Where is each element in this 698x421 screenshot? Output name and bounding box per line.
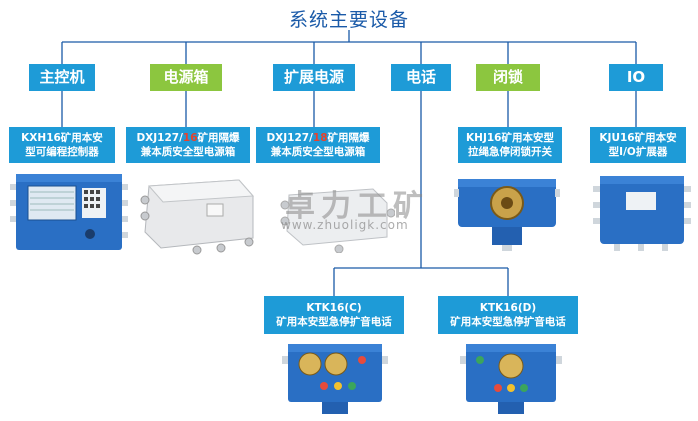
category-telephone: 电话 (391, 64, 451, 91)
label-phone-c: KTK16(C) 矿用本安型急停扩音电话 (264, 296, 404, 334)
label-phone-c-line1: KTK16(C) (306, 302, 362, 314)
phone-d-device-image (460, 344, 562, 414)
power-box-device-image (140, 179, 255, 255)
category-io: IO (609, 64, 663, 91)
watermark-url: www.zhuoligk.com (281, 218, 409, 232)
diagram-title: 系统主要设备 (288, 9, 409, 31)
label-controller: KXH16矿用本安 型可编程控制器 (9, 127, 115, 163)
label-io-line2: 型I/O扩展器 (608, 146, 668, 158)
watermark-logo-text: 卓力工矿 (285, 189, 429, 224)
category-extended-power: 扩展电源 (273, 64, 355, 91)
label-ext-power-type: 矿用隔爆 (327, 132, 370, 144)
label-ext-power: DXJ127/18矿用隔爆 兼本质安全型电源箱 (256, 127, 380, 163)
controller-device-image (10, 174, 128, 250)
label-controller-line1: KXH16矿用本安 (21, 132, 103, 144)
label-ext-power-line2: 兼本质安全型电源箱 (270, 146, 366, 158)
label-lock: KHJ16矿用本安型 拉绳急停闭锁开关 (458, 127, 562, 163)
ext-power-device-image (280, 188, 395, 253)
label-io: KJU16矿用本安 型I/O扩展器 (590, 127, 686, 163)
label-phone-d: KTK16(D) 矿用本安型急停扩音电话 (438, 296, 578, 334)
label-phone-d-line1: KTK16(D) (479, 302, 537, 314)
label-phone-d-line2: 矿用本安型急停扩音电话 (450, 316, 566, 328)
label-power-box-model: DXJ127/ (136, 132, 183, 144)
label-lock-line2: 拉绳急停闭锁开关 (468, 146, 552, 158)
phone-c-device-image (282, 344, 388, 414)
lock-switch-device-image (454, 179, 560, 251)
label-power-box-line2: 兼本质安全型电源箱 (140, 146, 236, 158)
label-ext-power-model: DXJ127/ (266, 132, 313, 144)
label-power-box-highlight: 16 (182, 132, 198, 144)
category-main-controller: 主控机 (29, 64, 95, 91)
label-io-line1: KJU16矿用本安 (599, 132, 677, 144)
label-ext-power-highlight: 18 (312, 132, 328, 144)
label-phone-c-line2: 矿用本安型急停扩音电话 (276, 316, 392, 328)
io-expander-device-image (593, 176, 691, 251)
label-power-box: DXJ127/16矿用隔爆 兼本质安全型电源箱 (126, 127, 250, 163)
label-power-box-type: 矿用隔爆 (197, 132, 240, 144)
category-lock: 闭锁 (476, 64, 540, 91)
category-power-box: 电源箱 (150, 64, 222, 91)
label-lock-line1: KHJ16矿用本安型 (466, 132, 554, 144)
label-controller-line2: 型可编程控制器 (25, 146, 99, 158)
